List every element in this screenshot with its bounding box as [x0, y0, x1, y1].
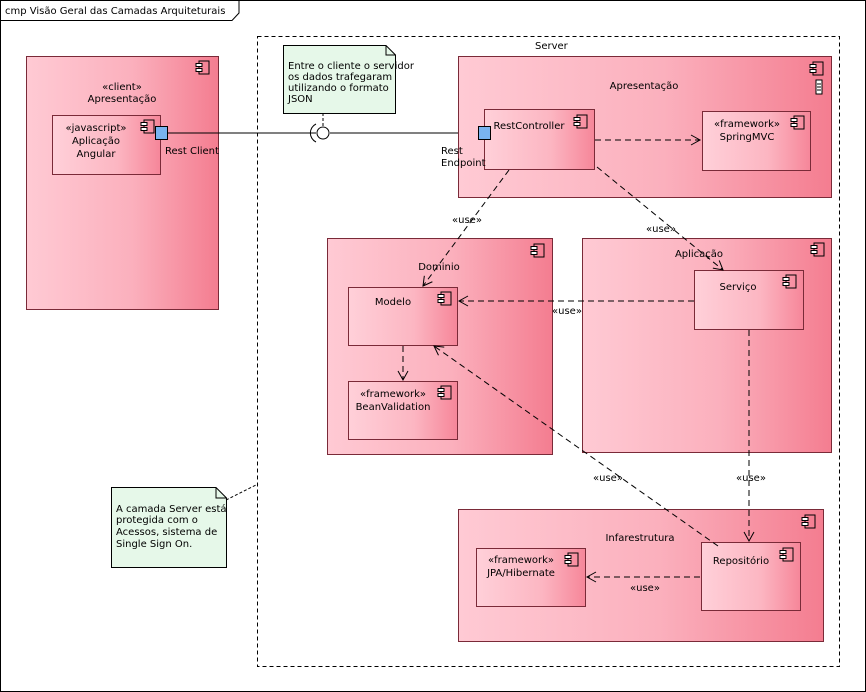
dependency-rest-modelo [422, 169, 510, 287]
rest-client-port[interactable] [155, 126, 168, 140]
component-icon [779, 547, 794, 562]
component-icon [564, 552, 579, 567]
frame-title-tab [0, 0, 240, 21]
dominio-name: Dominio [418, 262, 460, 273]
component-icon [790, 115, 805, 130]
spring-mvc-stereotype: «framework» [714, 119, 780, 130]
component-icon [782, 274, 797, 289]
angular-app-component[interactable]: «javascript» Aplicação Angular [52, 115, 161, 175]
note-security-line: A camada Server está [116, 503, 227, 515]
jpa-hibernate-component[interactable]: «framework» JPA/Hibernate [476, 548, 586, 607]
aplicacao-name: Aplicação [675, 249, 723, 260]
note-security-line: protegida com o [116, 515, 198, 526]
note-security-anchor [225, 483, 259, 501]
jpa-name: JPA/Hibernate [486, 568, 555, 579]
tagged-values-icon [815, 79, 823, 95]
bean-validation-component[interactable]: «framework» BeanValidation [348, 381, 458, 440]
note-json: Entre o cliente o servidor os dados traf… [283, 45, 415, 114]
component-icon [810, 242, 825, 257]
use-label: «use» [593, 473, 623, 484]
spring-mvc-component[interactable]: «framework» SpringMVC [702, 111, 811, 171]
rest-endpoint-line1: Rest [441, 146, 463, 157]
servico-component[interactable]: Serviço [694, 270, 804, 330]
use-label: «use» [736, 473, 766, 484]
use-label: «use» [552, 306, 582, 317]
note-json-line: Entre o cliente o servidor [288, 61, 415, 72]
note-json-line: os dados trafegaram [288, 72, 392, 83]
component-icon [437, 291, 452, 306]
component-icon [573, 114, 588, 129]
angular-line1: Aplicação [72, 136, 120, 147]
jpa-stereotype: «framework» [488, 555, 554, 566]
bean-validation-stereotype: «framework» [360, 389, 426, 400]
component-icon [437, 385, 452, 400]
component-icon [801, 514, 816, 529]
note-security-line: Single Sign On. [116, 539, 192, 550]
rest-controller-name: RestController [494, 121, 566, 132]
infraestrutura-name: Infarestrutura [605, 533, 674, 544]
client-stereotype: «client» [102, 82, 142, 93]
rest-endpoint-line2: Endpoint [441, 158, 486, 169]
client-name: Apresentação [88, 94, 157, 105]
spring-mvc-name: SpringMVC [720, 132, 775, 143]
component-icon [140, 119, 155, 134]
required-interface-socket-icon [309, 123, 317, 143]
use-label: «use» [630, 583, 660, 594]
server-boundary [257, 36, 840, 667]
note-json-line: JSON [287, 94, 313, 105]
provided-interface-icon [316, 126, 330, 140]
modelo-name: Modelo [375, 297, 411, 308]
rest-controller-component[interactable]: RestController [484, 109, 595, 170]
repositorio-name: Repositório [713, 555, 769, 567]
note-json-line: utilizando o formato [288, 83, 389, 94]
servico-name: Serviço [720, 282, 757, 293]
frame-title: cmp Visão Geral das Camadas Arquiteturai… [5, 6, 225, 17]
use-label: «use» [646, 224, 676, 235]
component-icon [195, 60, 210, 75]
component-icon [530, 243, 545, 258]
repositorio-component[interactable]: Repositório [701, 542, 801, 611]
server-label: Server [535, 41, 569, 52]
dependency-rest-servico [596, 166, 724, 271]
dependency-repositorio-modelo [433, 345, 719, 547]
note-security: A camada Server está protegida com o Ace… [111, 487, 227, 568]
rest-endpoint-port[interactable] [478, 126, 491, 140]
rest-client-label: Rest Client [165, 146, 219, 157]
bean-validation-name: BeanValidation [356, 402, 431, 413]
angular-line2: Angular [77, 149, 117, 160]
component-icon [809, 61, 824, 76]
client-apresentacao-component[interactable]: «client» Apresentação [26, 56, 219, 310]
modelo-component[interactable]: Modelo [348, 287, 458, 346]
use-label: «use» [452, 215, 482, 226]
note-security-line: Acessos, sistema de [116, 527, 217, 538]
angular-stereotype: «javascript» [65, 123, 126, 134]
apresentacao-name: Apresentação [610, 81, 679, 92]
